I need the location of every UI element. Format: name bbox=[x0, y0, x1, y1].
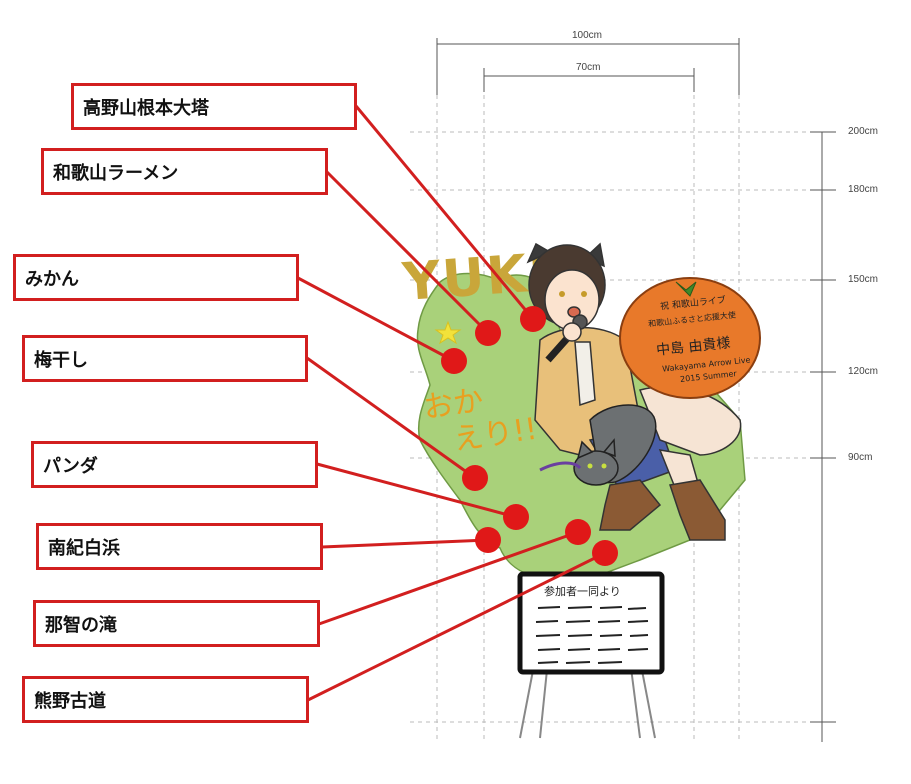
sign-board bbox=[517, 571, 665, 739]
scale-200: 200cm bbox=[848, 126, 879, 137]
scale-180: 180cm bbox=[848, 184, 879, 195]
label-umeboshi: 梅干し bbox=[22, 335, 308, 382]
dot-umeboshi bbox=[462, 465, 488, 491]
label-mikan: みかん bbox=[13, 254, 299, 301]
label-nachi: 那智の滝 bbox=[33, 600, 320, 647]
label-ramen: 和歌山ラーメン bbox=[41, 148, 328, 195]
scale-120: 120cm bbox=[848, 366, 879, 377]
dim-outer-width: 100cm bbox=[572, 30, 603, 41]
label-kumano: 熊野古道 bbox=[22, 676, 309, 723]
dot-kumano bbox=[592, 540, 618, 566]
dot-mikan bbox=[441, 348, 467, 374]
connector-lines bbox=[297, 105, 606, 702]
label-shirahama: 南紀白浜 bbox=[36, 523, 323, 570]
orange-fan bbox=[619, 277, 761, 399]
dot-koyasan bbox=[520, 306, 546, 332]
dot-ramen bbox=[475, 320, 501, 346]
dot-panda bbox=[503, 504, 529, 530]
location-dots bbox=[441, 306, 618, 566]
message-text: おか bbox=[421, 383, 485, 426]
scale-90: 90cm bbox=[848, 452, 873, 463]
dot-nachi bbox=[565, 519, 591, 545]
dot-shirahama bbox=[475, 527, 501, 553]
label-panda: パンダ bbox=[31, 441, 318, 488]
dim-inner-width: 70cm bbox=[576, 62, 601, 73]
star-icon bbox=[434, 320, 462, 345]
label-koyasan: 高野山根本大塔 bbox=[71, 83, 357, 130]
height-scale bbox=[810, 131, 836, 742]
name-text: YUKI bbox=[400, 243, 552, 313]
scale-150: 150cm bbox=[848, 274, 879, 285]
width-dimension-lines bbox=[436, 38, 740, 95]
cat-figure bbox=[539, 404, 657, 486]
sign-header: 参加者一同より bbox=[544, 585, 621, 598]
